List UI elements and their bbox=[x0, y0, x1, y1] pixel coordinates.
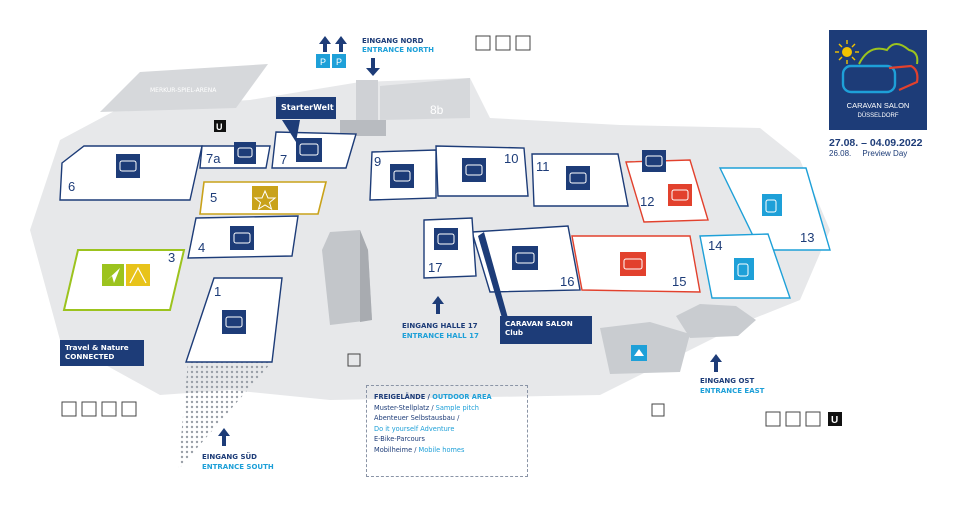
preview-day: 26.08. Preview Day bbox=[829, 149, 908, 158]
transport-icons bbox=[61, 35, 821, 427]
travel-nature-line1: Travel & Nature bbox=[65, 343, 129, 352]
entrance-north-en: ENTRANCE NORTH bbox=[362, 46, 434, 54]
north-corridor bbox=[356, 80, 378, 130]
u-bahn-label: U bbox=[831, 415, 838, 426]
hall-3-number: 3 bbox=[168, 250, 175, 265]
entrance-hall17-de: EINGANG HALLE 17 bbox=[402, 322, 478, 330]
caravan-club-line2: Club bbox=[505, 328, 524, 337]
hall-7-number: 7 bbox=[280, 152, 287, 167]
outdoor-title-de: FREIGELÄNDE bbox=[374, 393, 426, 401]
parking-icon[interactable] bbox=[332, 54, 346, 68]
caravan-salon-logo: CARAVAN SALON DÜSSELDORF bbox=[829, 30, 927, 130]
hall-6-number: 6 bbox=[68, 179, 75, 194]
main-dates: 27.08. – 04.09.2022 bbox=[829, 137, 923, 149]
outdoor-title-en: OUTDOOR AREA bbox=[432, 393, 492, 401]
pavilion-glyph bbox=[634, 349, 644, 356]
tent-icon bbox=[129, 266, 147, 284]
tower-building bbox=[322, 230, 372, 325]
entrance-east-de: EINGANG OST bbox=[700, 377, 754, 385]
outdoor-item: Mobilheime / Mobile homes bbox=[374, 445, 465, 454]
hall-5-number: 5 bbox=[210, 190, 217, 205]
hall-10-number: 10 bbox=[504, 151, 518, 166]
outdoor-area-legend: FREIGELÄNDE / OUTDOOR AREA Muster-Stellp… bbox=[366, 385, 528, 477]
hall-16-number: 16 bbox=[560, 274, 574, 289]
caravan-club-tag: CARAVAN SALON Club bbox=[500, 316, 592, 344]
arena-label: MERKUR-SPIEL-ARENA bbox=[150, 87, 217, 94]
caravan-glyphs bbox=[119, 143, 777, 328]
logo-graphic: CARAVAN SALON DÜSSELDORF bbox=[835, 40, 919, 119]
central-ring bbox=[340, 120, 386, 136]
hall-14-icon bbox=[734, 258, 754, 280]
outdoor-item: Muster-Stellplatz / Sample pitch bbox=[374, 403, 479, 412]
u-bahn-icons bbox=[214, 120, 842, 426]
hall-17-number: 17 bbox=[428, 260, 442, 275]
hall-12-number: 12 bbox=[640, 194, 654, 209]
parking-icon[interactable] bbox=[316, 54, 330, 68]
east-tent bbox=[676, 304, 756, 338]
tower-shadow bbox=[360, 230, 372, 322]
parking-label: P bbox=[336, 57, 342, 67]
u-bahn-label: U bbox=[216, 122, 223, 132]
hall-12[interactable] bbox=[625, 159, 709, 223]
hall-7a-icon bbox=[234, 142, 256, 164]
south-stand bbox=[178, 362, 272, 470]
caravan-club-line1: CARAVAN SALON bbox=[505, 319, 573, 328]
hall-15-number: 15 bbox=[672, 274, 686, 289]
entrance-east-en: ENTRANCE EAST bbox=[700, 387, 765, 395]
event-dates: 27.08. – 04.09.2022 26.08. Preview Day bbox=[829, 137, 922, 158]
outdoor-item: Abenteuer Selbstausbau / bbox=[374, 414, 460, 422]
hall-8b-label: 8b bbox=[430, 103, 444, 117]
entrance-south-en: ENTRANCE SOUTH bbox=[202, 463, 274, 471]
svg-text:CARAVAN SALON: CARAVAN SALON bbox=[847, 101, 910, 110]
hall-4-number: 4 bbox=[198, 240, 205, 255]
hall-14-number: 14 bbox=[708, 238, 722, 253]
outdoor-item: E-Bike-Parcours bbox=[374, 435, 425, 443]
starterwelt-tag: StarterWelt bbox=[276, 97, 336, 119]
starterwelt-pointer bbox=[282, 120, 300, 142]
entrance-arrows bbox=[218, 36, 722, 446]
entrance-hall17-en: ENTRANCE HALL 17 bbox=[402, 332, 479, 340]
outdoor-item-en: Do it yourself Adventure bbox=[374, 424, 455, 433]
travel-nature-tag: Travel & Nature CONNECTED bbox=[60, 340, 144, 366]
star-icon bbox=[253, 189, 277, 211]
travel-nature-line2: CONNECTED bbox=[65, 352, 115, 361]
hall-1-number: 1 bbox=[214, 284, 221, 299]
entrance-south-de: EINGANG SÜD bbox=[202, 452, 257, 461]
hall-8b bbox=[380, 78, 470, 120]
outdoor-title: FREIGELÄNDE / OUTDOOR AREA bbox=[374, 393, 492, 401]
parking-label: P bbox=[320, 57, 326, 67]
hall-13-number: 13 bbox=[800, 230, 814, 245]
hall-9-number: 9 bbox=[374, 154, 381, 169]
hall-11-number: 11 bbox=[536, 159, 550, 174]
hall-7a-number: 7a bbox=[206, 151, 221, 166]
navigation-icon bbox=[106, 268, 120, 283]
entrance-north-de: EINGANG NORD bbox=[362, 37, 424, 45]
arena-building bbox=[100, 64, 268, 112]
svg-text:DÜSSELDORF: DÜSSELDORF bbox=[857, 112, 898, 119]
hall-13-icon bbox=[762, 194, 782, 216]
